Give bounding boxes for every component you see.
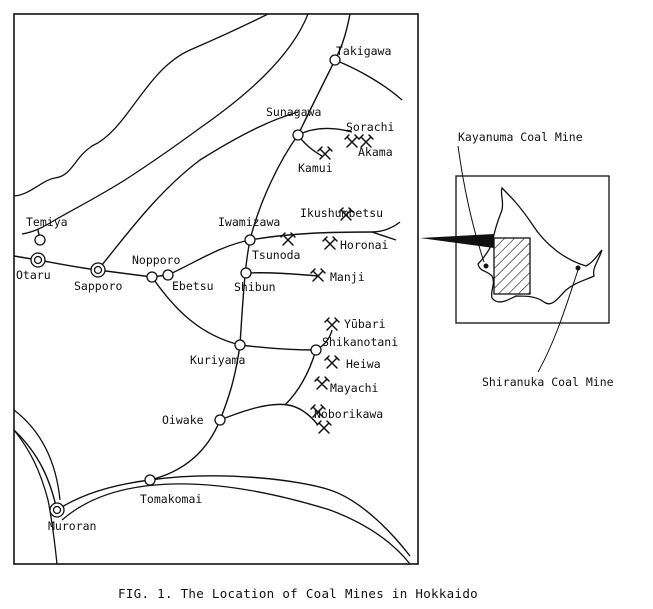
station-temiya [34, 234, 46, 246]
label-manji: Manji [330, 270, 365, 284]
label-tomakomai: Tomakomai [140, 492, 202, 506]
rail-oiwake-tomakomai [149, 419, 221, 481]
rail-shibun-manji [245, 272, 319, 277]
shiranuka-marker [575, 265, 581, 271]
rail-takigawa-east [334, 59, 403, 101]
crossed-hammers-icon [344, 134, 360, 148]
coastline-south-west [13, 429, 58, 565]
hokkaido-outline [477, 186, 603, 305]
crossed-hammers-icon [324, 317, 340, 331]
station-iwamizawa [244, 234, 256, 246]
label-ikushumbetsu: Ikushumbetsu [300, 206, 383, 220]
label-heiwa: Heiwa [346, 357, 381, 371]
station-takigawa [329, 54, 341, 66]
label-otaru: Otaru [16, 268, 51, 282]
crossed-hammers-icon [314, 376, 330, 390]
crossed-hammers-icon [310, 268, 326, 282]
city-muroran [49, 502, 65, 518]
city-otaru [30, 252, 46, 268]
label-takigawa: Takigawa [336, 44, 391, 58]
inset-pointer [420, 234, 494, 248]
label-kamui: Kamui [298, 161, 333, 175]
rail-otaru-sapporo [13, 239, 251, 278]
rail-sunagawa-sorachi [297, 127, 353, 136]
rail-iwamizawa-oiwake [219, 239, 251, 421]
label-nopporo: Nopporo [132, 253, 181, 267]
crossed-hammers-icon [322, 236, 338, 250]
rail-muroran-west [13, 429, 58, 511]
crossed-hammers-icon [280, 232, 296, 246]
label-mayachi: Mayachi [330, 381, 379, 395]
label-iwamizawa: Iwamizawa [218, 215, 280, 229]
label-oiwake: Oiwake [162, 413, 204, 427]
label-muroran: Muroran [48, 519, 96, 533]
rail-iwamizawa-ikushumbetsu [249, 221, 401, 241]
hatched-region [493, 237, 531, 295]
shiranuka-leader [537, 269, 579, 373]
crossed-hammers-icon [338, 207, 354, 221]
label-sunagawa: Sunagawa [266, 105, 321, 119]
label-sorachi: Sorachi [346, 120, 395, 134]
rail-sapporo-north [97, 111, 299, 271]
crossed-hammers-icon [316, 420, 332, 434]
coastline-pacific [61, 483, 411, 565]
label-horonai: Horonai [340, 238, 389, 252]
station-sunagawa [292, 129, 304, 141]
coastline-ishikari-right [21, 13, 309, 235]
station-oiwake [214, 414, 226, 426]
inset-frame [455, 175, 610, 324]
crossed-hammers-icon [358, 134, 374, 148]
coastline-ishikari-left [13, 13, 269, 197]
rail-oiwake-noborikawa [219, 403, 319, 426]
crossed-hammers-icon [317, 146, 333, 160]
label-noborikawa: Noborikawa [314, 407, 383, 421]
rail-yubari-branch [284, 349, 317, 406]
rail-muroran-tomakomai [56, 475, 411, 557]
label-kayanuma: Kayanuma Coal Mine [458, 130, 583, 144]
label-sapporo: Sapporo [74, 279, 123, 293]
label-yubari: Yūbari [344, 317, 386, 331]
label-tsunoda: Tsunoda [252, 248, 300, 262]
station-tomakomai [144, 474, 156, 486]
station-shibun [240, 267, 252, 279]
label-shiranuka: Shiranuka Coal Mine [482, 375, 614, 389]
station-nopporo-junction [146, 271, 158, 283]
rail-horonai-branch [371, 231, 397, 241]
map-frame [13, 13, 419, 565]
label-kuriyama: Kuriyama [190, 353, 245, 367]
crossed-hammers-icon [324, 355, 340, 369]
figure-caption: FIG. 1. The Location of Coal Mines in Ho… [118, 586, 478, 601]
city-sapporo [90, 262, 106, 278]
label-shikanotani: Shikanotani [322, 335, 398, 349]
station-kuriyama [234, 339, 246, 351]
station-nopporo [162, 269, 174, 281]
label-akama: Akama [358, 145, 393, 159]
hokkaido-inset-map [455, 145, 610, 373]
rail-ebetsu-kuriyama [151, 276, 241, 346]
label-temiya: Temiya [26, 215, 68, 229]
kayanuma-leader [457, 145, 485, 263]
label-shibun: Shibun [234, 280, 276, 294]
coastline-south-west-inner [13, 409, 61, 501]
station-shikanotani [310, 344, 322, 356]
kayanuma-marker [483, 263, 489, 269]
crossed-hammers-icon [310, 404, 326, 418]
label-ebetsu: Ebetsu [172, 279, 214, 293]
